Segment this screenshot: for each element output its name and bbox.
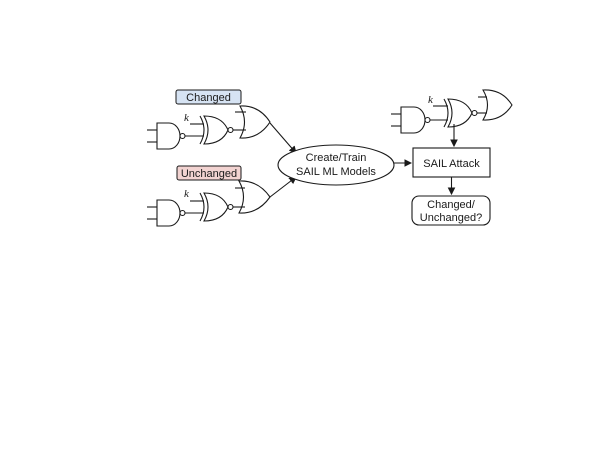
xnor-gate <box>203 115 229 145</box>
and-gate <box>400 106 426 134</box>
sail-attack-box: SAIL Attack <box>412 147 491 178</box>
arrow-unchanged-to-model <box>269 176 297 198</box>
model-training-node: Create/Train SAIL ML Models <box>277 144 395 186</box>
result-label-line2: Unchanged? <box>420 212 482 224</box>
key-symbol: k <box>184 112 190 124</box>
key-symbol: k <box>428 94 434 106</box>
unchanged-tag: Unchanged <box>176 165 242 181</box>
xnor-gate <box>447 98 473 128</box>
unchanged-example-circuit: k <box>147 180 271 227</box>
xnor-back-curve <box>443 98 449 128</box>
arrow-changed-to-model <box>269 122 297 154</box>
result-box: Changed/ Unchanged? <box>411 195 491 226</box>
target-circuit: k <box>391 89 513 148</box>
key-symbol: k <box>184 188 190 200</box>
and-gate <box>156 122 181 150</box>
sail-attack-label: SAIL Attack <box>423 158 480 170</box>
inverter-bubble <box>424 116 431 124</box>
unchanged-tag-label: Unchanged <box>181 168 237 180</box>
inverter-bubble <box>179 209 186 217</box>
changed-tag: Changed <box>175 89 242 105</box>
xnor-back-curve <box>199 192 205 222</box>
or-gate <box>239 105 271 139</box>
result-label-line1: Changed/ <box>427 199 476 211</box>
model-label-line1: Create/Train <box>306 152 367 164</box>
or-gate <box>482 89 513 121</box>
xnor-bubble <box>227 203 234 211</box>
xnor-back-curve <box>199 115 205 145</box>
and-gate <box>156 199 181 227</box>
or-gate <box>238 180 271 214</box>
xnor-bubble <box>227 126 234 134</box>
xnor-gate <box>203 192 229 222</box>
inverter-bubble <box>179 132 186 140</box>
model-label-line2: SAIL ML Models <box>296 166 376 178</box>
xnor-bubble <box>471 109 478 117</box>
changed-tag-label: Changed <box>186 92 231 104</box>
changed-example-circuit: k <box>147 105 271 150</box>
